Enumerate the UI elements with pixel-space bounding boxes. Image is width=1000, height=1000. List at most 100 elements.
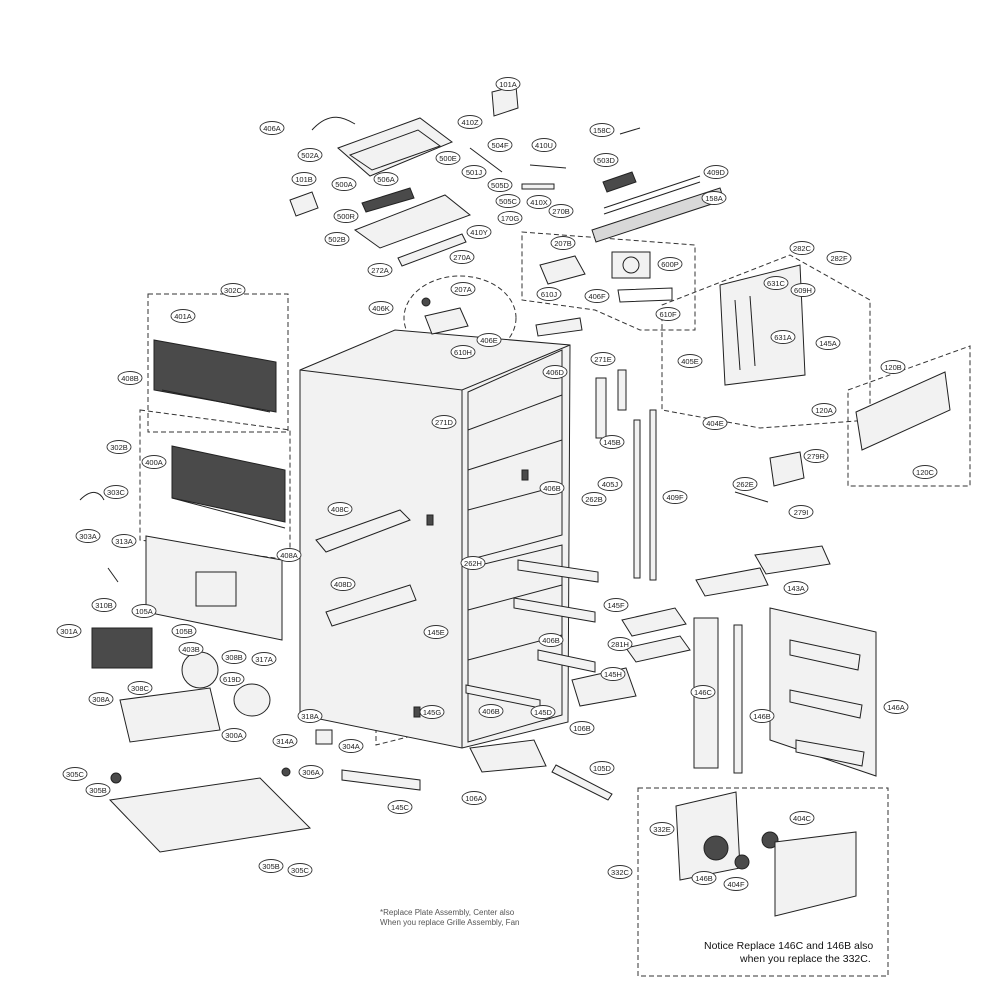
callout-label: 401A	[174, 312, 192, 321]
callout-label: 406F	[588, 292, 606, 301]
callout-406d: 406D	[542, 365, 568, 379]
callout-label: 272A	[371, 266, 389, 275]
callout-label: 262B	[585, 495, 603, 504]
callout-label: 306A	[302, 768, 320, 777]
callout-302c: 302C	[220, 283, 246, 297]
callout-303c: 303C	[103, 485, 129, 499]
callout-label: 145G	[423, 708, 442, 717]
callout-410u: 410U	[531, 138, 557, 152]
callout-500r: 500R	[333, 209, 359, 223]
callout-label: 105A	[135, 607, 153, 616]
callout-279i: 279I	[788, 505, 814, 519]
callout-label: 503D	[597, 156, 616, 165]
callout-label: 404F	[727, 880, 745, 889]
callout-label: 404E	[706, 419, 724, 428]
callout-279r: 279R	[803, 449, 829, 463]
callout-272a: 272A	[367, 263, 393, 277]
callout-label: 281H	[611, 640, 629, 649]
drawer-rails	[315, 369, 657, 801]
callout-label: 408A	[280, 551, 298, 560]
callout-label: 262E	[736, 480, 754, 489]
callout-505d: 505D	[487, 178, 513, 192]
callout-303a: 303A	[75, 529, 101, 543]
callout-label: 405J	[602, 480, 619, 489]
callout-label: 305B	[89, 786, 107, 795]
callout-label: 500A	[335, 180, 353, 189]
callout-401a: 401A	[170, 309, 196, 323]
callout-label: 271E	[594, 355, 612, 364]
callout-305c: 305C	[62, 767, 88, 781]
fan-assembly-detail	[469, 667, 857, 917]
callout-406f: 406F	[584, 289, 610, 303]
callout-145c: 145C	[387, 800, 413, 814]
callout-408a: 408A	[276, 548, 302, 562]
callout-label: 105B	[175, 627, 193, 636]
callout-label: 145F	[607, 601, 625, 610]
callout-314a: 314A	[272, 734, 298, 748]
callout-label: 410Y	[470, 228, 488, 237]
callout-label: 405E	[681, 357, 699, 366]
callout-146b: 146B	[749, 709, 775, 723]
callout-label: 302C	[224, 286, 243, 295]
callout-305b: 305B	[85, 783, 111, 797]
callout-318a: 318A	[297, 709, 323, 723]
callout-145h: 145H	[600, 667, 626, 681]
callout-label: 409F	[666, 493, 684, 502]
callout-313a: 313A	[111, 534, 137, 548]
callout-label: 308A	[92, 695, 110, 704]
callout-label: 502A	[301, 151, 319, 160]
callout-281h: 281H	[607, 637, 633, 651]
callout-271d: 271D	[431, 415, 457, 429]
callout-207b: 207B	[550, 236, 576, 250]
callout-label: 502B	[328, 235, 346, 244]
callout-label: 332E	[653, 825, 671, 834]
callout-306a: 306A	[298, 765, 324, 779]
callout-305c: 305C	[287, 863, 313, 877]
replace-plate-note: *Replace Plate Assembly, Center also Whe…	[380, 908, 519, 928]
callout-101b: 101B	[291, 172, 317, 186]
callout-400a: 400A	[141, 455, 167, 469]
callout-label: 207A	[454, 285, 472, 294]
callout-506a: 506A	[373, 172, 399, 186]
callout-410y: 410Y	[466, 225, 492, 239]
callout-label: 406B	[482, 707, 500, 716]
callout-505c: 505C	[495, 194, 521, 208]
callout-label: 146B	[753, 712, 771, 721]
callout-105a: 105A	[131, 604, 157, 618]
callout-label: 303C	[107, 488, 126, 497]
callout-label: 308C	[131, 684, 150, 693]
notice-line2: when you replace the 332C.	[740, 953, 871, 965]
callout-503d: 503D	[593, 153, 619, 167]
callout-270a: 270A	[449, 250, 475, 264]
callout-404c: 404C	[789, 811, 815, 825]
callout-146c: 146C	[690, 685, 716, 699]
callout-332c: 332C	[607, 865, 633, 879]
callout-500e: 500E	[435, 151, 461, 165]
notice-line1: Notice Replace 146C and 146B also	[704, 940, 874, 952]
callout-262h: 262H	[460, 556, 486, 570]
callout-label: 406E	[480, 336, 498, 345]
callout-label: 500E	[439, 154, 457, 163]
callout-label: 120C	[916, 468, 935, 477]
callout-label: 207B	[554, 239, 572, 248]
callout-label: 146A	[887, 703, 905, 712]
callout-label: 145A	[819, 339, 837, 348]
callout-label: 314A	[276, 737, 294, 746]
callout-146a: 146A	[883, 700, 909, 714]
callout-270b: 270B	[548, 204, 574, 218]
callout-label: 505C	[499, 197, 518, 206]
callout-label: 105D	[593, 764, 612, 773]
callout-label: 300A	[225, 731, 243, 740]
callout-282f: 282F	[826, 251, 852, 265]
callout-label: 279I	[794, 508, 809, 517]
callout-label: 310B	[95, 601, 113, 610]
callout-label: 406A	[263, 124, 281, 133]
callout-308b: 308B	[221, 650, 247, 664]
callout-406b: 406B	[478, 704, 504, 718]
callout-label: 282F	[830, 254, 848, 263]
callout-105b: 105B	[171, 624, 197, 638]
callout-158c: 158C	[589, 123, 615, 137]
callout-501j: 501J	[461, 165, 487, 179]
callout-317a: 317A	[251, 652, 277, 666]
callout-label: 270B	[552, 207, 570, 216]
